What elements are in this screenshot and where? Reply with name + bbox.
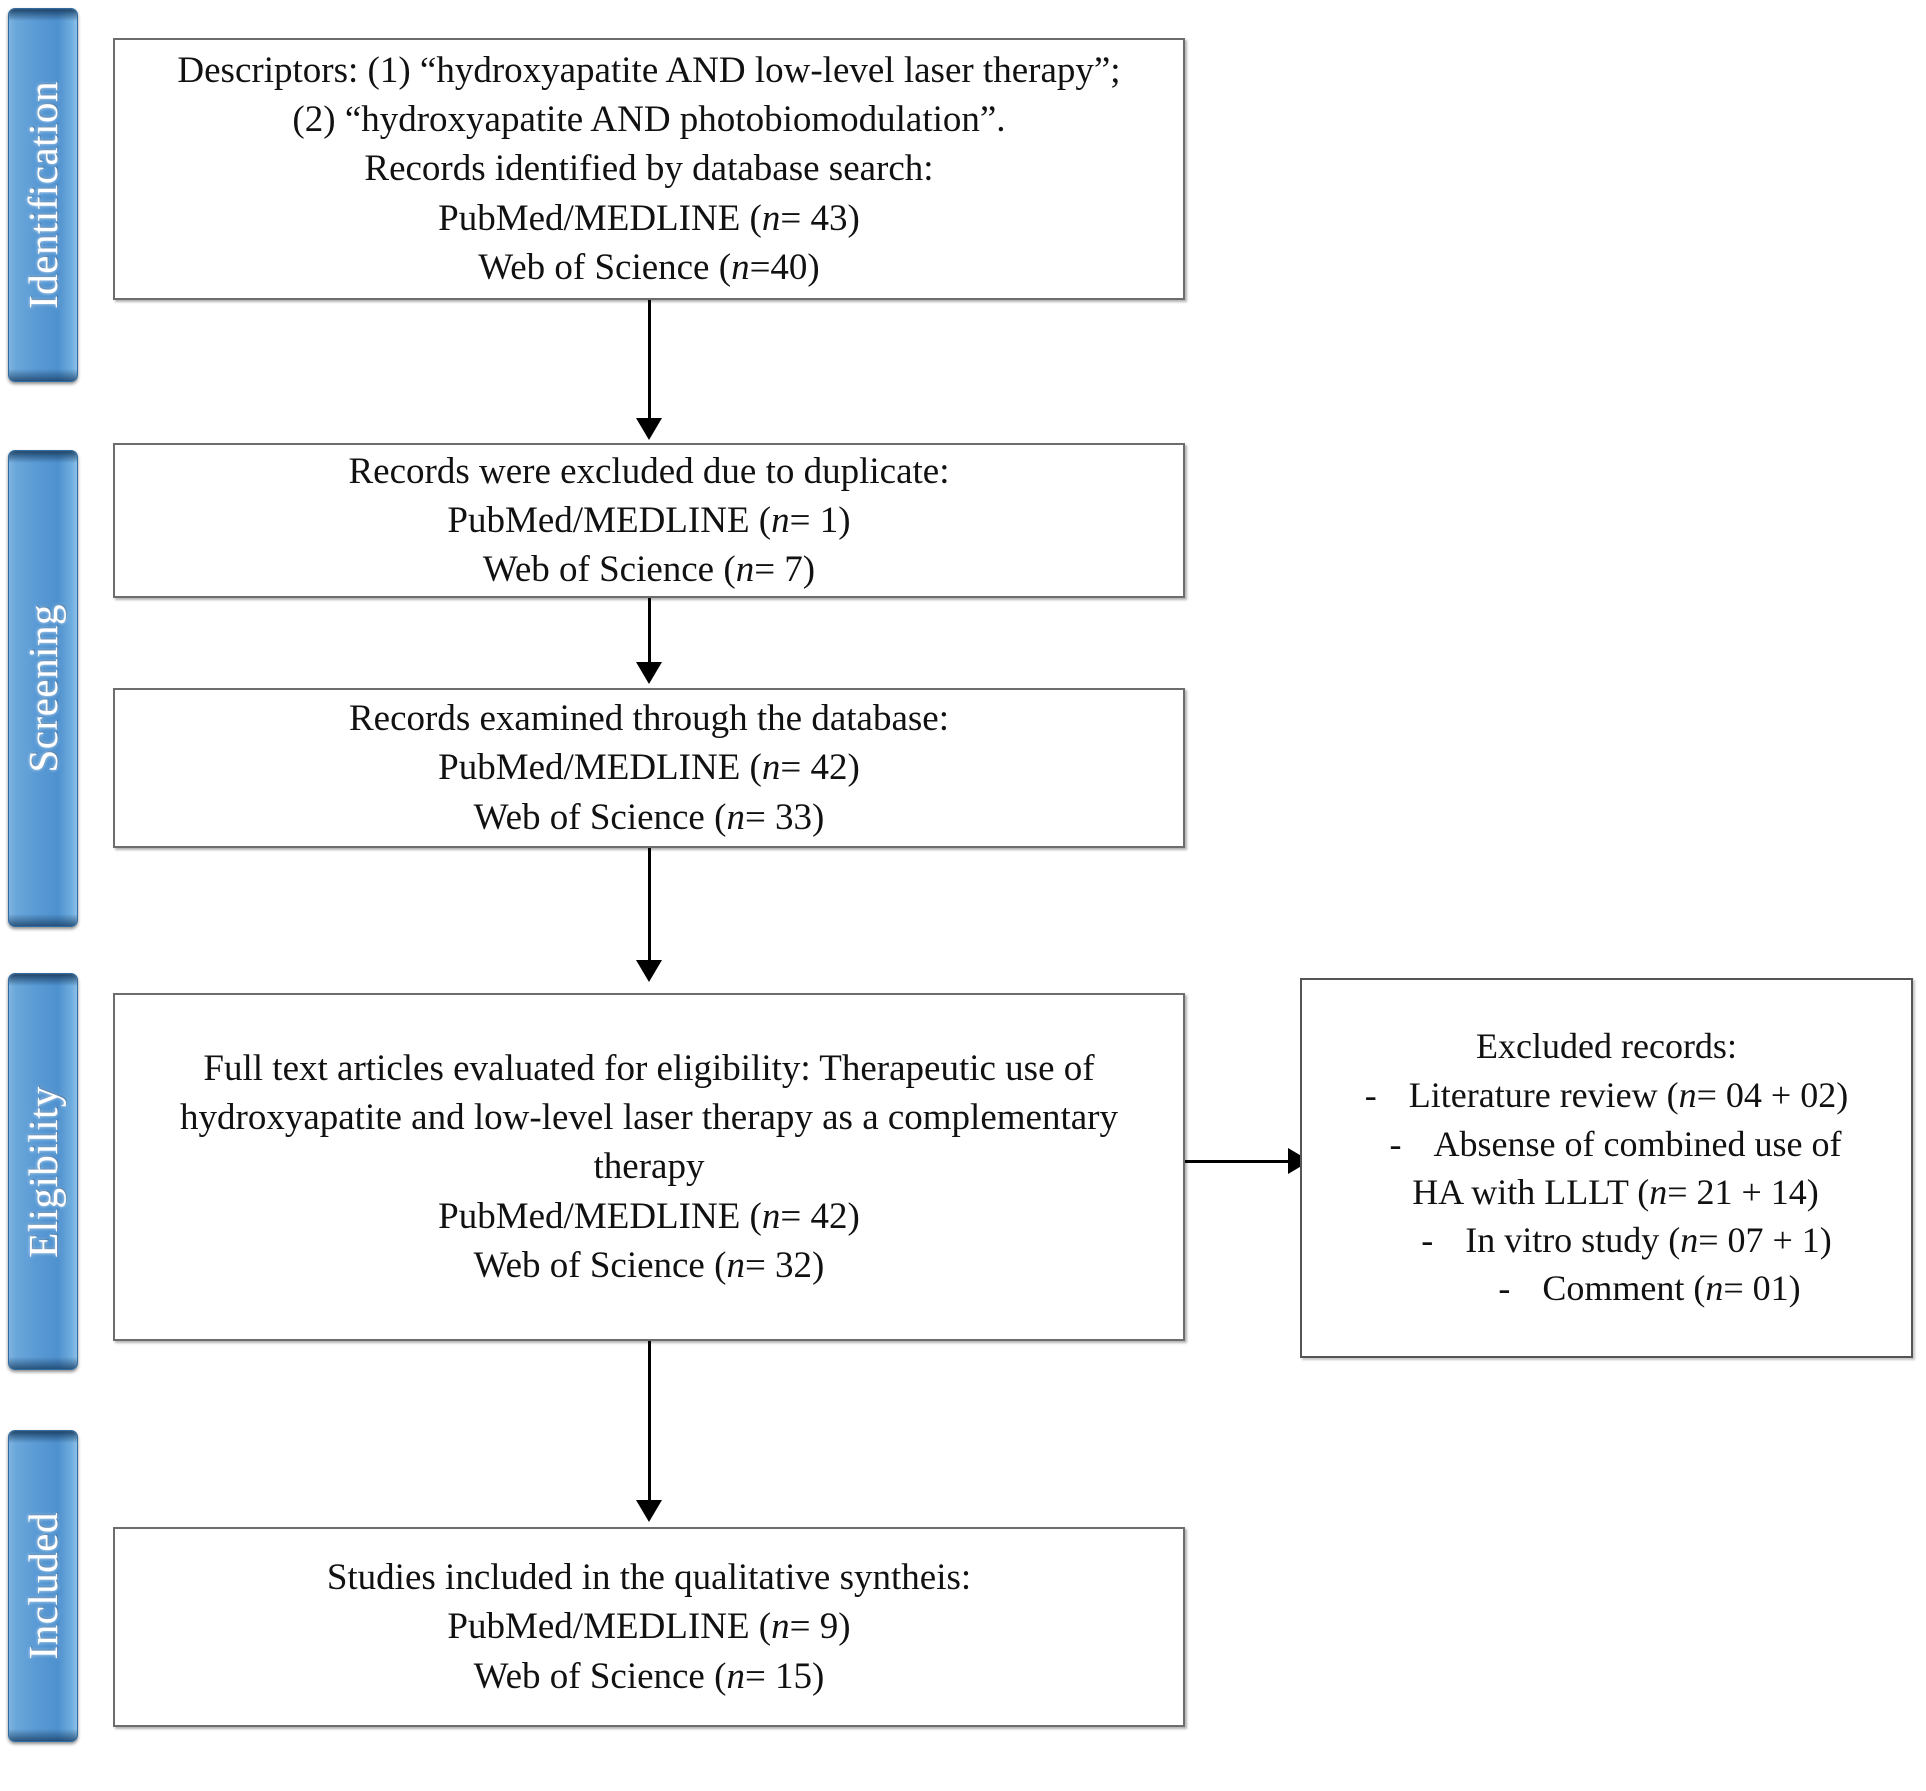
excluded-item-1-dash: - [1389, 1123, 1402, 1164]
duplicates-pubmed-n: n [771, 499, 790, 541]
arrowhead-to-fulltext [636, 960, 662, 982]
included-heading: Studies included in the qualitative synt… [326, 1557, 972, 1599]
connector-duplicates-to-examined [648, 598, 651, 668]
fulltext-wos-value: = 32) [744, 1244, 825, 1286]
identification-wos-count: Web of Science (n=40) [478, 243, 820, 292]
identification-pubmed-value: = 43) [780, 197, 860, 239]
included-wos-label: Web of Science ( [473, 1655, 727, 1697]
identification-wos-label: Web of Science ( [478, 246, 732, 288]
excluded-item-4-text: Comment ( [1542, 1268, 1706, 1309]
excluded-item-2-n: n [1649, 1171, 1668, 1212]
stage-label-screening: Screening [20, 604, 66, 773]
fulltext-pubmed-n: n [761, 1195, 781, 1237]
box-identification: Descriptors: (1) “hydroxyapatite AND low… [113, 38, 1185, 300]
examined-wos-value: = 33) [744, 796, 825, 838]
excluded-item-2-text: HA with LLLT ( [1412, 1171, 1650, 1212]
box-duplicates: Records were excluded due to duplicate: … [113, 443, 1185, 598]
excluded-item-0-value: = 04 + 02) [1696, 1075, 1849, 1116]
duplicates-pubmed-count: PubMed/MEDLINE (n= 1) [447, 496, 850, 545]
fulltext-wos-n: n [726, 1244, 745, 1286]
duplicates-wos-label: Web of Science ( [482, 549, 736, 591]
box-fulltext-eligibility: Full text articles evaluated for eligibi… [113, 993, 1185, 1341]
fulltext-wos-label: Web of Science ( [473, 1244, 727, 1286]
fulltext-wos-count: Web of Science (n= 32) [474, 1241, 825, 1290]
excluded-item-2: HA with LLLT (n= 21 + 14) [1394, 1168, 1819, 1216]
duplicates-wos-n: n [735, 549, 755, 591]
identification-line-1: Descriptors: (1) “hydroxyapatite AND low… [177, 50, 1121, 91]
excluded-item-4-dash: - [1498, 1268, 1511, 1309]
included-wos-value: = 15) [744, 1655, 825, 1697]
identification-line-3: Records identified by database search: [364, 148, 934, 190]
fulltext-pubmed-value: = 42) [780, 1195, 860, 1237]
stage-bar-identification: Identification [8, 8, 78, 382]
included-pubmed-value: = 9) [789, 1606, 851, 1648]
excluded-item-4-n: n [1705, 1268, 1724, 1309]
stage-label-eligibility: Eligibility [20, 1085, 66, 1258]
examined-pubmed-value: = 42) [780, 747, 860, 789]
excluded-item-0-dash: - [1364, 1075, 1377, 1116]
examined-heading: Records examined through the database: [348, 698, 950, 740]
arrowhead-to-duplicates [636, 418, 662, 440]
included-wos-n: n [726, 1655, 745, 1697]
included-pubmed-label: PubMed/MEDLINE ( [447, 1606, 772, 1648]
stage-bar-eligibility: Eligibility [8, 973, 78, 1370]
arrowhead-to-included [636, 1500, 662, 1522]
fulltext-heading: Full text articles evaluated for eligibi… [180, 1047, 1118, 1188]
excluded-item-3-n: n [1680, 1220, 1699, 1261]
arrowhead-to-examined [636, 662, 662, 684]
included-wos-count: Web of Science (n= 15) [474, 1652, 825, 1701]
excluded-item-3: -In vitro study (n= 07 + 1) [1381, 1216, 1832, 1264]
excluded-item-3-dash: - [1421, 1220, 1434, 1261]
duplicates-wos-count: Web of Science (n= 7) [483, 545, 815, 594]
identification-line-2: (2) “hydroxyapatite AND photobiomodulati… [292, 99, 1006, 141]
identification-pubmed-count: PubMed/MEDLINE (n= 43) [438, 194, 860, 243]
connector-examined-to-fulltext [648, 848, 651, 966]
box-examined: Records examined through the database: P… [113, 688, 1185, 848]
stage-bar-included: Included [8, 1430, 78, 1742]
connector-fulltext-to-included [648, 1341, 651, 1508]
excluded-item-4-value: = 01) [1723, 1268, 1801, 1309]
fulltext-pubmed-count: PubMed/MEDLINE (n= 42) [438, 1192, 860, 1241]
connector-identification-to-duplicates [648, 300, 651, 422]
examined-wos-count: Web of Science (n= 33) [474, 793, 825, 842]
included-pubmed-n: n [771, 1606, 790, 1648]
stage-label-included: Included [20, 1512, 66, 1660]
examined-wos-n: n [726, 796, 745, 838]
duplicates-pubmed-label: PubMed/MEDLINE ( [447, 499, 772, 541]
box-excluded-records: Excluded records: -Literature review (n=… [1300, 978, 1913, 1358]
excluded-item-0-n: n [1678, 1075, 1697, 1116]
excluded-item-0-text: Literature review ( [1408, 1075, 1679, 1116]
examined-pubmed-count: PubMed/MEDLINE (n= 42) [438, 743, 860, 792]
excluded-item-0: -Literature review (n= 04 + 02) [1365, 1071, 1848, 1119]
stage-bar-screening: Screening [8, 450, 78, 927]
examined-pubmed-n: n [761, 747, 781, 789]
identification-wos-value: =40) [749, 246, 820, 288]
identification-pubmed-n: n [761, 197, 781, 239]
excluded-item-3-text: In vitro study ( [1465, 1220, 1681, 1261]
box-included-studies: Studies included in the qualitative synt… [113, 1527, 1185, 1727]
connector-fulltext-to-excluded [1185, 1160, 1290, 1163]
included-pubmed-count: PubMed/MEDLINE (n= 9) [447, 1602, 850, 1651]
duplicates-heading: Records were excluded due to duplicate: [348, 450, 950, 492]
excluded-item-1: -Absense of combined use of [1372, 1120, 1842, 1168]
excluded-item-3-value: = 07 + 1) [1698, 1220, 1832, 1261]
identification-wos-n: n [731, 246, 750, 288]
duplicates-wos-value: = 7) [754, 549, 816, 591]
fulltext-pubmed-label: PubMed/MEDLINE ( [438, 1195, 762, 1237]
stage-label-identification: Identification [20, 81, 66, 309]
excluded-item-2-value: = 21 + 14) [1667, 1171, 1819, 1212]
excluded-item-1-text: Absense of combined use of [1433, 1123, 1842, 1164]
excluded-heading: Excluded records: [1476, 1026, 1737, 1067]
duplicates-pubmed-value: = 1) [789, 499, 851, 541]
identification-pubmed-label: PubMed/MEDLINE ( [438, 197, 762, 239]
examined-pubmed-label: PubMed/MEDLINE ( [438, 747, 762, 789]
excluded-item-4: -Comment (n= 01) [1412, 1264, 1800, 1312]
examined-wos-label: Web of Science ( [473, 796, 727, 838]
